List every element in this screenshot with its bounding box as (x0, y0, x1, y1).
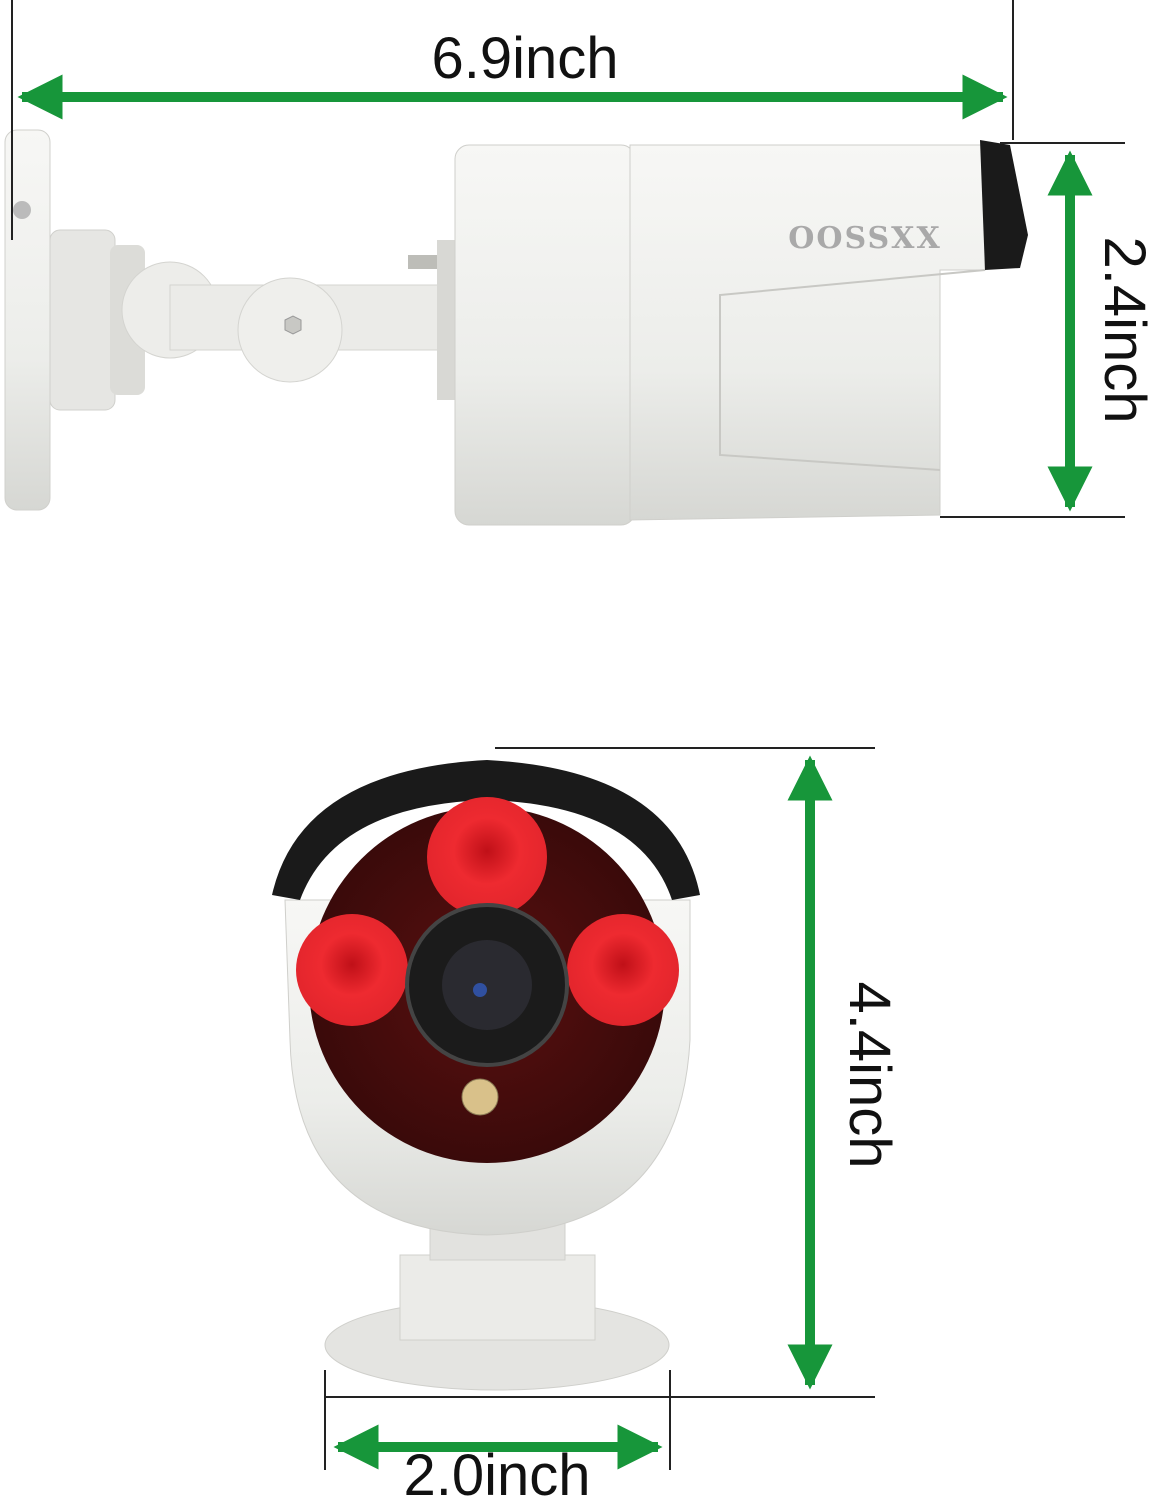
front-height-dimension: 4.4inch (325, 747, 902, 1398)
front-view-camera (272, 760, 700, 1391)
camera-body-rear (629, 144, 986, 521)
side-height-label: 2.4inch (1092, 236, 1157, 423)
ir-led-right (567, 914, 679, 1026)
body-groove (719, 269, 986, 471)
ir-led-left (296, 914, 408, 1026)
front-height-label: 4.4inch (837, 981, 902, 1168)
front-mount-base (399, 1254, 596, 1341)
lens (442, 940, 532, 1030)
base-width-label: 2.0inch (403, 1443, 590, 1500)
light-sensor (461, 1078, 499, 1116)
front-sunshade (272, 760, 700, 900)
base-width-dimension: 2.0inch (324, 1370, 671, 1500)
length-label: 6.9inch (431, 26, 618, 91)
mount-base (49, 229, 116, 411)
ir-led-top (427, 797, 547, 917)
arm-collar (437, 240, 459, 400)
screw-hole (13, 201, 31, 219)
side-height-dimension: 2.4inch (940, 142, 1157, 518)
camera-body-front (454, 144, 636, 526)
lens-glint (473, 983, 487, 997)
hex-screw-icon (284, 315, 302, 335)
brand-logo: OOSSXX (788, 221, 942, 256)
length-dimension: 6.9inch (11, 0, 1014, 240)
sunshade (980, 140, 1028, 270)
side-view-camera: OOSSXX (4, 129, 1028, 526)
